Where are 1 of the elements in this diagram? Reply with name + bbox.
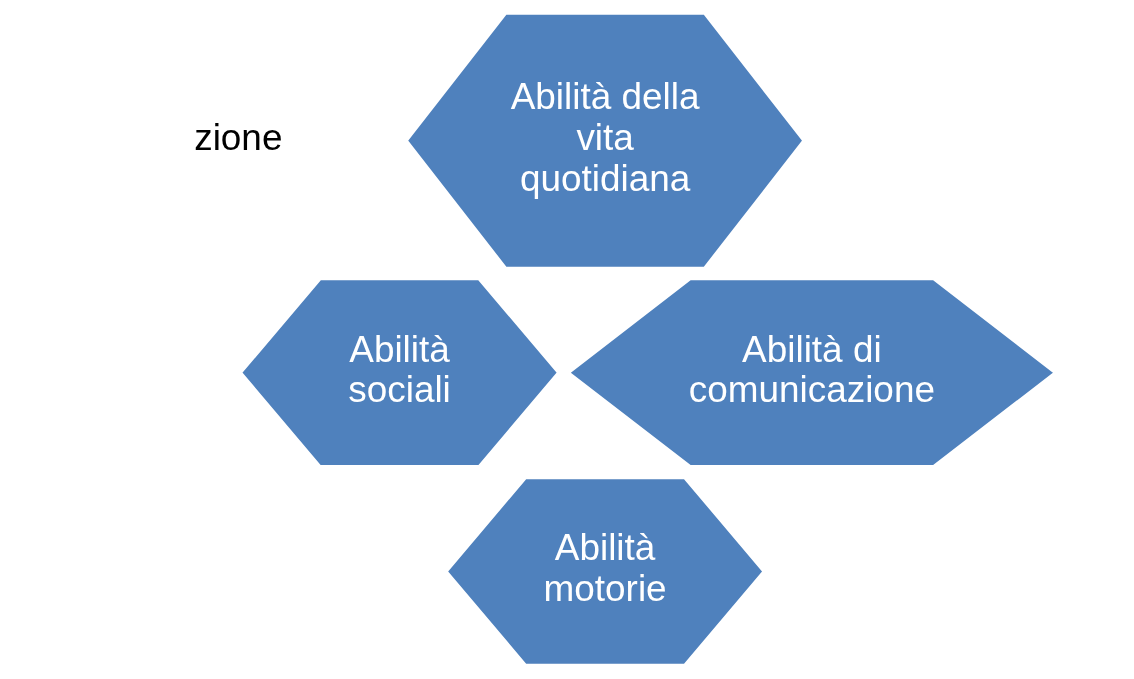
label: zione xyxy=(193,116,282,158)
